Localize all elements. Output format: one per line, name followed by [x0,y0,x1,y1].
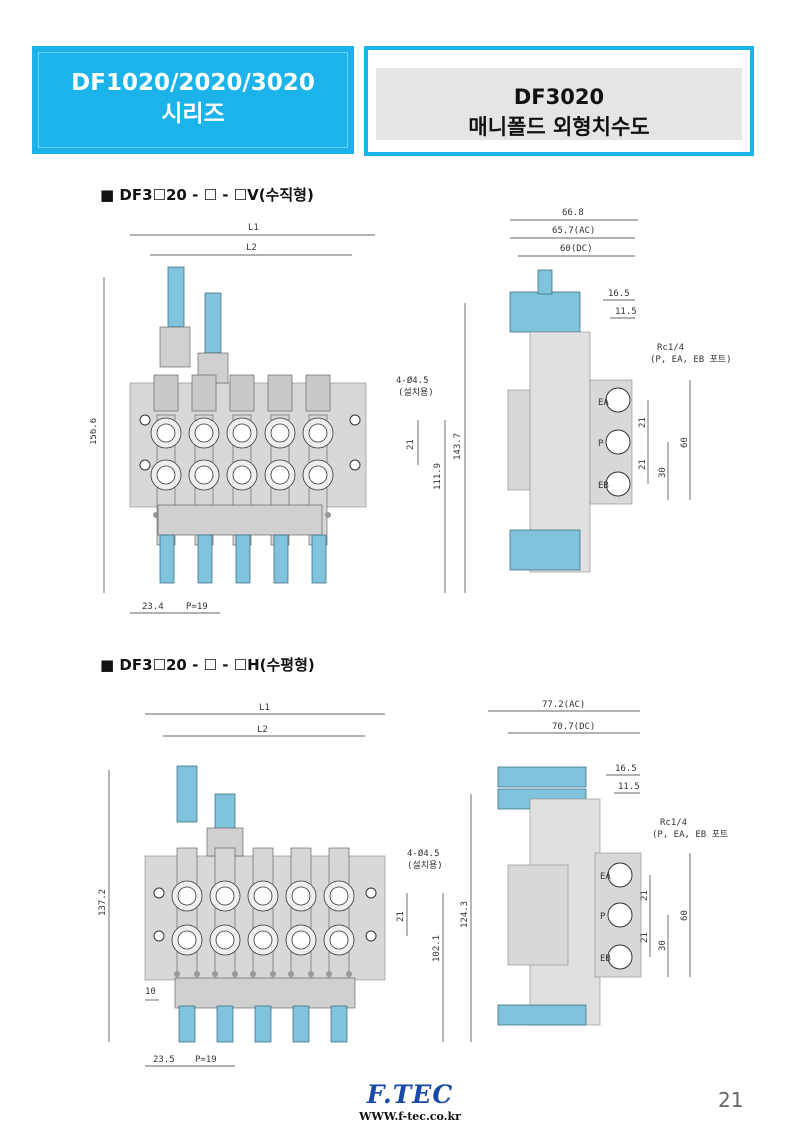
label-port: Rc1/4 [657,343,684,353]
vertical-side-drawing: 66.8 65.7(AC) 60(DC) EA P EB 16.5 11.5 R… [507,208,730,573]
dim-width-1-h: 77.2(AC) [542,700,585,710]
model-banner: DF3020 매니폴드 외형치수도 [364,46,754,156]
dim-width-3: 60(DC) [560,244,593,254]
series-banner: DF1020/2020/3020 시리즈 [32,46,354,154]
dim-width-2-h: 70.7(DC) [552,722,595,732]
model-code: DF3020 [513,85,605,109]
model-title: DF3020 매니폴드 외형치수도 [376,82,742,142]
dim-depth-2-h: 11.5 [618,782,640,792]
dim-pitch-p-h: P=19 [195,1055,217,1065]
dim-depth-1: 16.5 [608,289,630,299]
horizontal-front-drawing: L1 L2 137.2 124.3 102.1 21 4-Ø4.5 (설치용) … [98,703,472,1067]
label-holes: 4-Ø4.5 [396,375,429,386]
dim-offset: 23.4 [142,602,164,612]
dim-height-mid-h: 124.3 [460,901,470,928]
dim-v3-h: 30 [658,940,668,951]
dim-pitch-h: 21 [396,911,406,922]
dim-v4-h: 60 [680,910,690,921]
dim-pitch: 21 [406,439,416,450]
label-holes-h: 4-Ø4.5 [407,848,440,859]
port-eb: EB [598,481,609,491]
dim-L2-h: L2 [257,725,268,735]
dim-width-1: 66.8 [562,208,584,218]
dim-height-total-h: 137.2 [98,889,108,916]
dim-v1: 21 [638,417,648,428]
dim-v4: 60 [680,437,690,448]
dim-offset-h: 23.5 [153,1055,175,1065]
label-port-note: (P, EA, EB 포트) [650,355,730,365]
dim-depth-2: 11.5 [615,307,637,317]
vertical-front-drawing: L1 L2 156.6 143.7 111.9 21 4-Ø4.5 (설치용) … [90,223,466,614]
website-url: WWW.f-tec.co.kr [359,1110,461,1123]
horizontal-side-drawing: 77.2(AC) 70.7(DC) EA P EB 16.5 11.5 Rc1/… [488,700,730,1026]
section-heading-vertical: ■ DF3☐20 - ☐ - ☐V(수직형) [100,186,314,204]
label-holes-note: (설치용) [398,386,434,398]
label-port-note-h: (P, EA, EB 포트) [652,830,730,840]
series-name: DF1020/2020/3020 [71,70,315,96]
section-heading-horizontal: ■ DF3☐20 - ☐ - ☐H(수평형) [100,656,315,674]
port-eb-h: EB [600,954,611,964]
label-port-h: Rc1/4 [660,818,687,828]
port-p: P [598,439,604,449]
dim-L1: L1 [248,223,259,233]
dim-height-low-h: 102.1 [432,935,442,962]
dim-pitch-p: P=19 [186,602,208,612]
dim-L2: L2 [246,243,257,253]
dim-v3: 30 [658,467,668,478]
ftec-logo: F.TEC [366,1080,454,1109]
dim-v1-h: 21 [640,890,650,901]
dim-v2-h: 21 [640,932,650,943]
series-suffix: 시리즈 [161,101,225,127]
dim-width-2: 65.7(AC) [552,226,595,236]
dim-height-mid: 143.7 [453,433,463,460]
series-title: DF1020/2020/3020 시리즈 [32,68,354,130]
label-holes-note-h: (설치용) [407,859,443,871]
dim-v2: 21 [638,459,648,470]
model-panel: DF3020 매니폴드 외형치수도 [376,68,742,140]
dim-L1-h: L1 [259,703,270,713]
port-ea: EA [598,398,609,408]
dim-edge-h: 10 [145,987,156,997]
port-ea-h: EA [600,872,611,882]
dim-height-total: 156.6 [90,418,99,445]
page-number: 21 [718,1088,744,1112]
model-subtitle: 매니폴드 외형치수도 [468,115,650,139]
dim-depth-1-h: 16.5 [615,764,637,774]
port-p-h: P [600,912,606,922]
dim-height-low: 111.9 [433,463,443,490]
